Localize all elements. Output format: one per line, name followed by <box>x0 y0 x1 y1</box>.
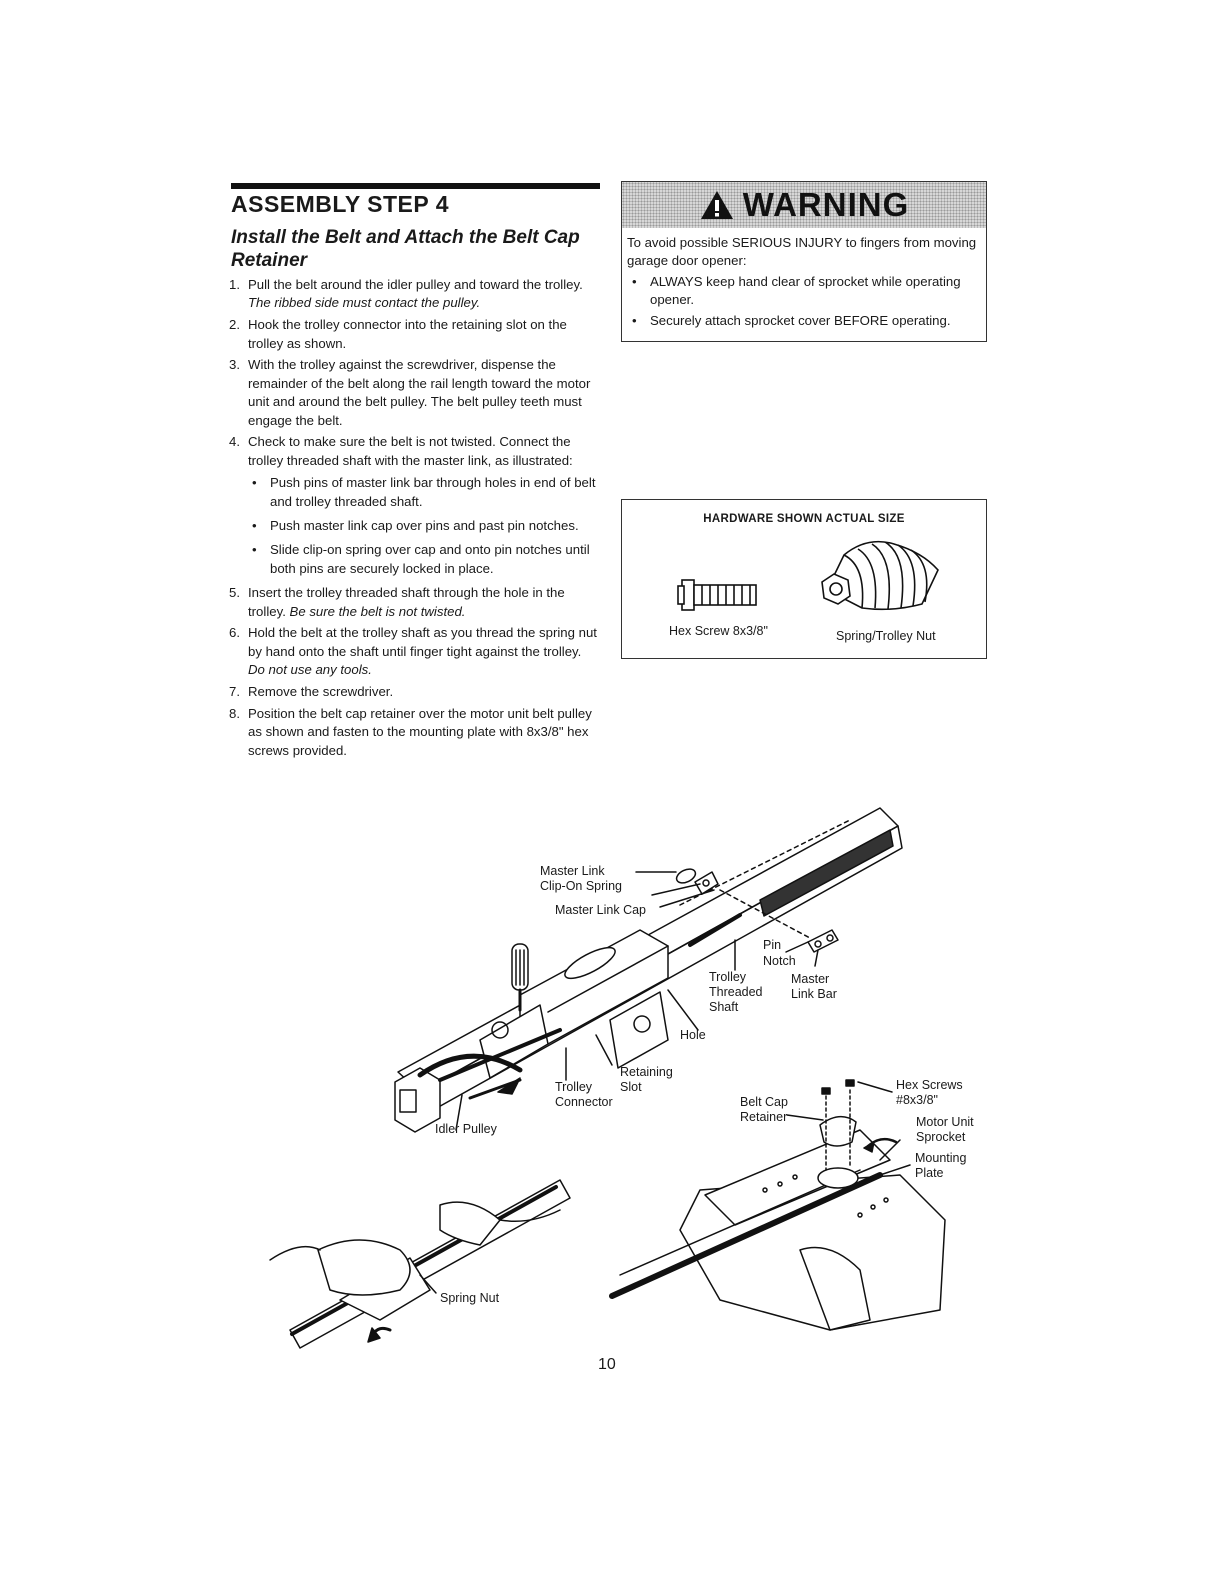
instruction-step: 2.Hook the trolley connector into the re… <box>229 317 567 351</box>
label-belt-cap-retainer: Belt Cap Retainer <box>740 1095 788 1124</box>
trolley-nut-label: Spring/Trolley Nut <box>836 629 936 643</box>
label-master-link-clip: Master Link Clip-On Spring <box>540 864 622 893</box>
hex-screw-label: Hex Screw 8x3/8" <box>669 624 768 638</box>
instruction-step: 5.Insert the trolley threaded shaft thro… <box>229 585 565 619</box>
instruction-step: 8.Position the belt cap retainer over th… <box>229 705 592 758</box>
hardware-title: HARDWARE SHOWN ACTUAL SIZE <box>703 513 905 525</box>
label-spring-nut: Spring Nut <box>440 1291 500 1305</box>
substep-list: Push pins of master link bar through hol… <box>248 474 601 578</box>
master-link-parts <box>675 868 839 953</box>
section-rule <box>231 183 600 189</box>
warning-triangle-icon <box>700 191 733 219</box>
label-master-link-bar: Master Link Bar <box>791 972 837 1001</box>
label-idler-pulley: Idler Pulley <box>435 1122 497 1136</box>
label-mounting-plate: Mounting Plate <box>915 1151 967 1180</box>
substep-item: Push pins of master link bar through hol… <box>248 474 601 511</box>
instruction-step: 3.With the trolley against the screwdriv… <box>229 357 591 428</box>
step-subtitle: Install the Belt and Attach the Belt Cap… <box>231 227 580 271</box>
label-hex-screws: Hex Screws #8x3/8" <box>896 1078 963 1107</box>
label-master-link-cap: Master Link Cap <box>555 903 647 917</box>
label-pin: Pin <box>763 938 782 952</box>
warning-intro: To avoid possible SERIOUS INJURY to fing… <box>627 235 977 268</box>
hardware-box: HARDWARE SHOWN ACTUAL SIZE Hex Screw 8x3… <box>621 499 987 659</box>
motor-unit <box>609 1079 946 1331</box>
instruction-step: 1.Pull the belt around the idler pulley … <box>229 277 583 311</box>
spring-nut-hands <box>269 1179 571 1349</box>
hex-screw-icon <box>677 540 939 611</box>
warning-title: WARNING <box>742 186 910 223</box>
instruction-step: 4.Check to make sure the belt is not twi… <box>229 433 601 578</box>
label-trolley-connector: Trolley Connector <box>555 1080 613 1109</box>
substep-item: Push master link cap over pins and past … <box>248 517 601 536</box>
warning-body: To avoid possible SERIOUS INJURY to fing… <box>627 234 980 333</box>
screwdriver <box>511 943 529 1012</box>
instruction-list: 1.Pull the belt around the idler pulley … <box>229 276 601 763</box>
label-hole: Hole <box>680 1028 706 1042</box>
warning-list: ALWAYS keep hand clear of sprocket while… <box>627 273 980 330</box>
page-number: 10 <box>598 1356 616 1373</box>
substep-item: Slide clip-on spring over cap and onto p… <box>248 541 601 578</box>
trolley-body <box>479 929 669 1079</box>
warning-item: ALWAYS keep hand clear of sprocket while… <box>627 273 980 309</box>
step-title: ASSEMBLY STEP 4 <box>231 191 449 217</box>
label-trolley-threaded-shaft: Trolley Threaded Shaft <box>709 970 763 1014</box>
instruction-step: 7.Remove the screwdriver. <box>229 684 394 700</box>
trolley-nut-icon <box>821 540 939 611</box>
label-motor-unit-sprocket: Motor Unit Sprocket <box>916 1115 974 1144</box>
warning-box: WARNING To avoid possible SERIOUS INJURY… <box>621 181 987 342</box>
idler-pulley-end <box>394 1028 562 1133</box>
warning-item: Securely attach sprocket cover BEFORE op… <box>627 312 980 330</box>
instruction-step: 6.Hold the belt at the trolley shaft as … <box>229 625 597 678</box>
warning-header: WARNING <box>622 182 986 228</box>
label-notch: Notch <box>763 954 796 968</box>
label-retaining-slot: Retaining Slot <box>620 1065 673 1094</box>
